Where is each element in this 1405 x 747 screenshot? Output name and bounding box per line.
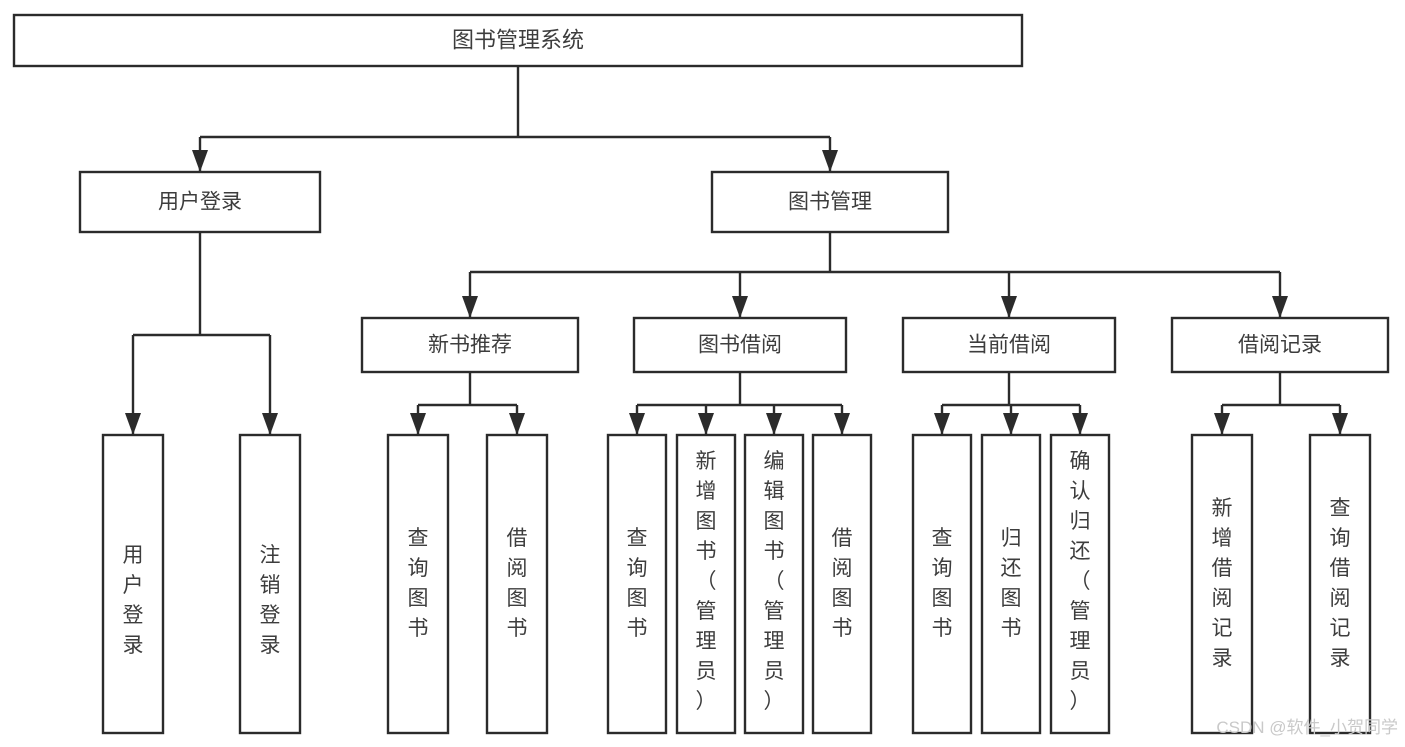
node-user-login-do[interactable]: 用户登录 (101, 433, 165, 735)
node-label-book-manage: 图书管理 (788, 191, 872, 214)
node-label-new-book-recommend: 新书推荐 (428, 334, 512, 357)
node-label-borrow-add-book: 新增图书（管理员） (696, 450, 717, 713)
node-box-new-book-recommend (360, 316, 580, 374)
node-label-user-login-do: 用户登录 (123, 544, 144, 657)
node-current-borrow[interactable]: 当前借阅 (901, 316, 1117, 374)
node-label-record-add: 新增借阅记录 (1212, 497, 1233, 670)
node-recommend-borrow-book[interactable]: 借阅图书 (485, 433, 549, 735)
node-book-manage[interactable]: 图书管理 (710, 170, 950, 234)
node-label-user-logout: 注销登录 (260, 544, 281, 657)
node-user-logout[interactable]: 注销登录 (238, 433, 302, 735)
watermark-text: CSDN @软件_小贺同学 (1216, 718, 1398, 737)
node-box-borrow-record (1170, 316, 1390, 374)
node-label-borrow-query-book: 查询图书 (627, 527, 648, 640)
node-label-current-query-book: 查询图书 (932, 527, 953, 640)
node-box-book-manage (710, 170, 950, 234)
node-label-current-return-book: 归还图书 (1001, 527, 1022, 640)
arrow-head-icon (766, 413, 782, 435)
node-label-root: 图书管理系统 (452, 27, 584, 52)
node-current-confirm-return[interactable]: 确认归还（管理员） (1049, 433, 1111, 735)
node-box-current-borrow (901, 316, 1117, 374)
arrow-head-icon (462, 296, 478, 318)
node-user-login[interactable]: 用户登录 (78, 170, 322, 234)
arrow-head-icon (732, 296, 748, 318)
node-label-current-confirm-return: 确认归还（管理员） (1070, 450, 1091, 713)
node-label-book-borrow: 图书借阅 (698, 334, 782, 357)
arrow-head-icon (1001, 296, 1017, 318)
arrow-head-icon (509, 413, 525, 435)
node-box-user-login-do (101, 433, 165, 735)
node-box-borrow-add-book (675, 433, 737, 735)
node-label-borrow-borrow-book: 借阅图书 (832, 527, 853, 640)
node-label-recommend-borrow-book: 借阅图书 (507, 527, 528, 640)
node-box-current-confirm-return (1049, 433, 1111, 735)
node-box-record-query (1308, 433, 1372, 735)
node-label-record-query: 查询借阅记录 (1330, 497, 1351, 670)
node-box-root (12, 13, 1024, 68)
node-label-user-login: 用户登录 (158, 191, 242, 214)
node-layer: 图书管理系统用户登录用户登录注销登录图书管理新书推荐查询图书借阅图书图书借阅查询… (12, 13, 1390, 735)
arrow-head-icon (125, 413, 141, 435)
node-label-recommend-query-book: 查询图书 (408, 527, 429, 640)
node-borrow-record[interactable]: 借阅记录 (1170, 316, 1390, 374)
arrow-head-icon (698, 413, 714, 435)
arrow-head-icon (1072, 413, 1088, 435)
node-new-book-recommend[interactable]: 新书推荐 (360, 316, 580, 374)
node-box-borrow-borrow-book (811, 433, 873, 735)
node-book-borrow[interactable]: 图书借阅 (632, 316, 848, 374)
node-box-user-login (78, 170, 322, 234)
arrow-head-icon (629, 413, 645, 435)
node-box-book-borrow (632, 316, 848, 374)
arrow-head-icon (192, 150, 208, 172)
arrow-head-icon (834, 413, 850, 435)
node-box-borrow-query-book (606, 433, 668, 735)
node-borrow-borrow-book[interactable]: 借阅图书 (811, 433, 873, 735)
node-box-record-add (1190, 433, 1254, 735)
node-borrow-query-book[interactable]: 查询图书 (606, 433, 668, 735)
arrow-head-icon (822, 150, 838, 172)
arrow-head-icon (1272, 296, 1288, 318)
node-borrow-edit-book[interactable]: 编辑图书（管理员） (743, 433, 805, 735)
node-recommend-query-book[interactable]: 查询图书 (386, 433, 450, 735)
node-label-borrow-record: 借阅记录 (1238, 334, 1322, 357)
node-box-user-logout (238, 433, 302, 735)
node-current-query-book[interactable]: 查询图书 (911, 433, 973, 735)
node-borrow-add-book[interactable]: 新增图书（管理员） (675, 433, 737, 735)
connector-layer (125, 66, 1348, 435)
node-label-borrow-edit-book: 编辑图书（管理员） (764, 450, 785, 713)
arrow-head-icon (934, 413, 950, 435)
node-box-current-query-book (911, 433, 973, 735)
node-record-query[interactable]: 查询借阅记录 (1308, 433, 1372, 735)
node-label-current-borrow: 当前借阅 (967, 334, 1051, 357)
arrow-head-icon (1214, 413, 1230, 435)
arrow-head-icon (1003, 413, 1019, 435)
arrow-head-icon (262, 413, 278, 435)
node-record-add[interactable]: 新增借阅记录 (1190, 433, 1254, 735)
node-box-current-return-book (980, 433, 1042, 735)
node-box-recommend-query-book (386, 433, 450, 735)
node-box-recommend-borrow-book (485, 433, 549, 735)
node-box-borrow-edit-book (743, 433, 805, 735)
arrow-head-icon (1332, 413, 1348, 435)
node-root[interactable]: 图书管理系统 (12, 13, 1024, 68)
arrow-head-icon (410, 413, 426, 435)
node-current-return-book[interactable]: 归还图书 (980, 433, 1042, 735)
